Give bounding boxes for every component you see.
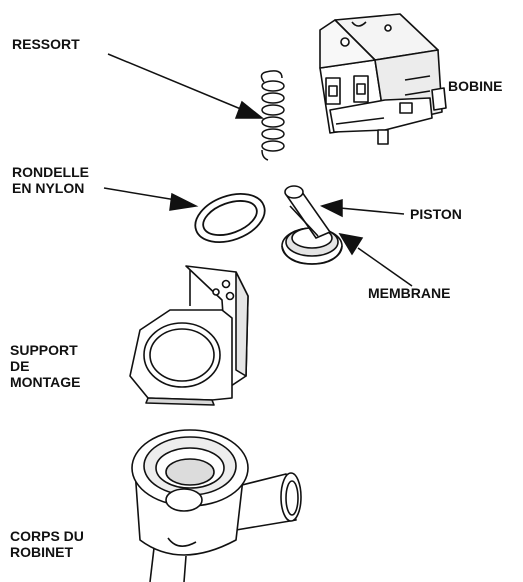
membrane-leader-line bbox=[358, 248, 412, 286]
support-label-line2: DE bbox=[10, 358, 81, 374]
membrane-label: MEMBRANE bbox=[368, 285, 450, 301]
support-label-line3: MONTAGE bbox=[10, 374, 81, 390]
coil-part bbox=[320, 14, 446, 144]
membrane-arrowhead bbox=[340, 234, 362, 254]
support-label: SUPPORT DE MONTAGE bbox=[10, 342, 81, 390]
ressort-leader-line bbox=[108, 54, 248, 112]
ressort-arrowhead bbox=[236, 102, 262, 118]
valve-body-part bbox=[132, 430, 301, 582]
spring-part bbox=[261, 71, 284, 160]
corps-label: CORPS DU ROBINET bbox=[10, 528, 84, 560]
rondelle-arrowhead bbox=[170, 194, 196, 210]
ressort-label: RESSORT bbox=[12, 36, 80, 52]
support-label-line1: SUPPORT bbox=[10, 342, 81, 358]
rondelle-leader-line bbox=[104, 188, 176, 200]
piston-leader-line bbox=[340, 208, 404, 214]
mounting-bracket-part bbox=[130, 266, 248, 405]
piston-label: PISTON bbox=[410, 206, 462, 222]
nylon-washer-part bbox=[189, 185, 272, 251]
corps-label-line1: CORPS DU bbox=[10, 528, 84, 544]
bobine-label: BOBINE bbox=[448, 78, 502, 94]
corps-label-line2: ROBINET bbox=[10, 544, 84, 560]
rondelle-label: RONDELLE EN NYLON bbox=[12, 164, 89, 196]
piston-arrowhead bbox=[322, 200, 342, 216]
rondelle-label-line2: EN NYLON bbox=[12, 180, 89, 196]
rondelle-label-line1: RONDELLE bbox=[12, 164, 89, 180]
piston-membrane-part bbox=[282, 186, 342, 264]
